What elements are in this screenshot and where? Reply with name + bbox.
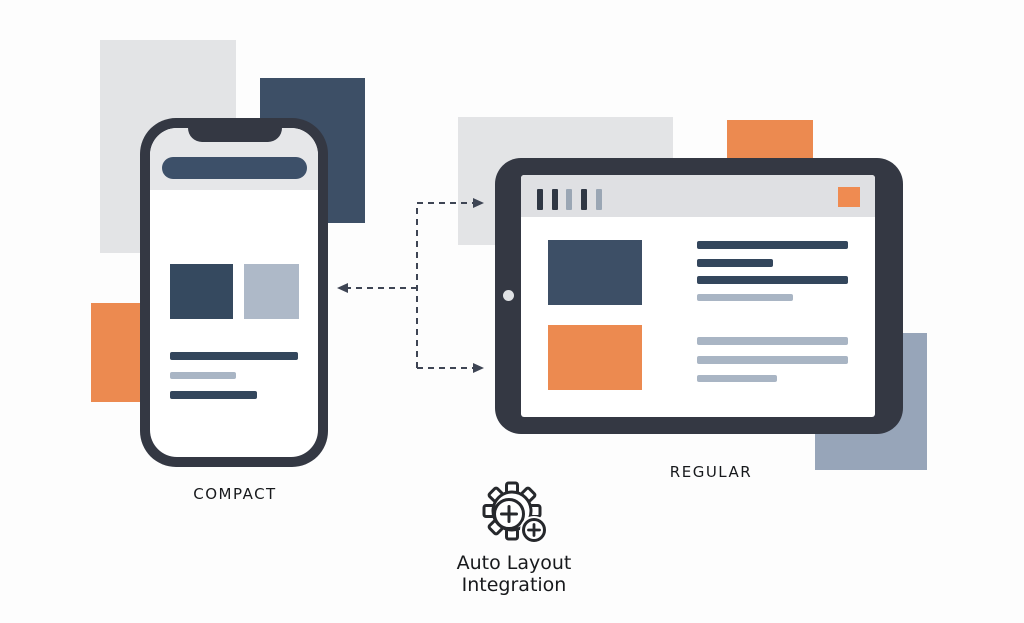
phone-screen [150, 128, 318, 457]
phone-header-bar [162, 157, 307, 179]
arrow-line-top [416, 202, 473, 368]
caption-line-1: Auto Layout [456, 552, 572, 574]
tablet-toolbar [521, 175, 875, 217]
camera-dot-icon [503, 290, 514, 301]
toolbar-bar-icon [552, 189, 558, 210]
phone-mockup [140, 118, 328, 467]
tablet-text-line-4 [697, 294, 793, 301]
tablet-mockup [495, 158, 903, 434]
toolbar-bar-icon [581, 189, 587, 210]
tablet-text-line-3 [697, 276, 848, 284]
arrowhead-right-bottom-icon [473, 363, 484, 373]
phone-card-light [244, 264, 299, 319]
dashed-connector-arrows [337, 198, 484, 373]
phone-text-line-2 [170, 372, 236, 379]
decor-orange-square-top [727, 120, 813, 165]
arrowhead-left-icon [337, 283, 348, 293]
caption-line-2: Integration [461, 574, 567, 596]
tablet-screen [521, 175, 875, 417]
toolbar-orange-button [838, 187, 860, 207]
arrowhead-right-top-icon [473, 198, 484, 208]
tablet-text-line-1 [697, 241, 848, 249]
tablet-card-orange [548, 325, 642, 390]
tablet-text-line-5 [697, 337, 848, 345]
phone-label: COMPACT [193, 485, 277, 503]
toolbar-bar-icon [596, 189, 602, 210]
phone-text-line-3 [170, 391, 257, 399]
decor-orange-square-left [91, 303, 148, 402]
tablet-text-line-6 [697, 356, 848, 364]
tablet-label: REGULAR [669, 463, 753, 481]
tablet-text-line-2 [697, 259, 773, 267]
caption-auto-layout: Auto Layout Integration [414, 552, 614, 596]
toolbar-bar-icon [566, 189, 572, 210]
tablet-text-line-7 [697, 375, 777, 382]
phone-notch-icon [188, 118, 282, 142]
gear-plus-icon [482, 481, 548, 544]
phone-text-line-1 [170, 352, 298, 360]
tablet-card-navy [548, 240, 642, 305]
toolbar-bar-icon [537, 189, 543, 210]
phone-card-dark [170, 264, 233, 319]
